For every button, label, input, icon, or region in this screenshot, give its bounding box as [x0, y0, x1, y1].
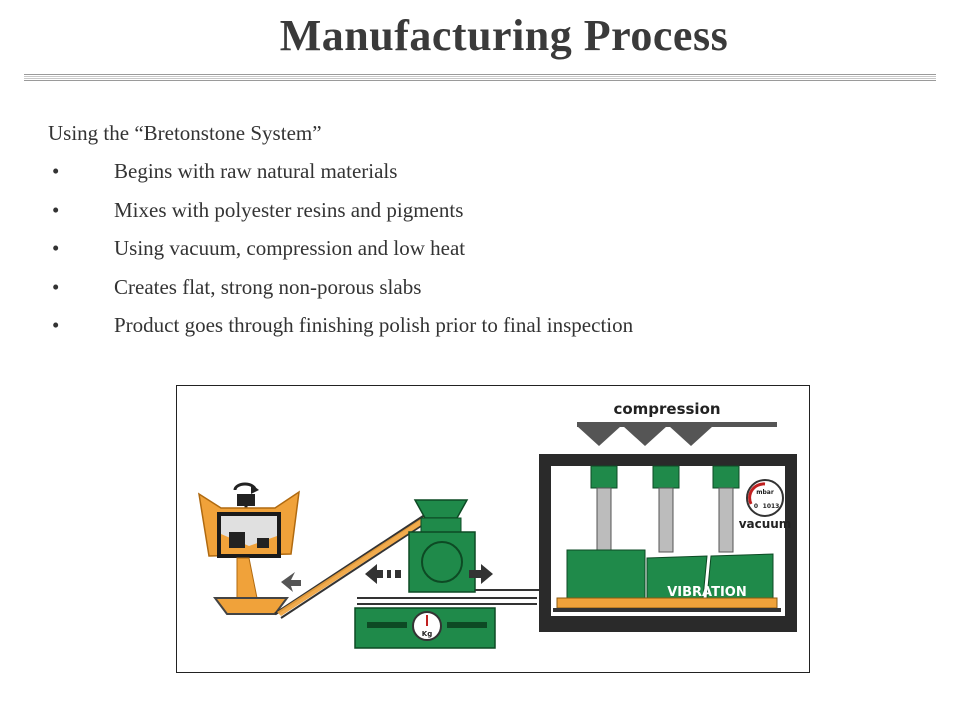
scale-unit-label: Kg: [422, 630, 432, 638]
bullet-list: • Begins with raw natural materials • Mixe…: [48, 156, 928, 349]
vacuum-gauge-max: 1013: [763, 503, 780, 510]
slide-content: Using the “Bretonstone System” • Begins w…: [48, 118, 928, 349]
slide-title: Manufacturing Process: [279, 11, 729, 60]
compression-indicator: compression: [577, 400, 777, 446]
bullet-item: • Using vacuum, compression and low heat: [48, 233, 928, 272]
vacuum-gauge: mbar 0 1013: [746, 479, 784, 517]
process-diagram-svg: Kg compression: [197, 400, 797, 649]
mixer-unit: [197, 482, 301, 615]
vacuum-label: vacuum: [739, 517, 792, 531]
arrow-up-right-icon: [281, 572, 301, 592]
arrow-right-icon: [469, 564, 493, 584]
bullet-dot: •: [52, 197, 60, 222]
process-diagram: Kg compression: [176, 385, 810, 673]
bullet-text: Creates flat, strong non-porous slabs: [114, 274, 422, 299]
arrow-left-icon: [365, 564, 401, 584]
bullet-text: Product goes through finishing polish pr…: [114, 313, 634, 337]
bullet-item: • Creates flat, strong non-porous slabs: [48, 272, 928, 311]
vacuum-gauge-unit: mbar: [756, 489, 774, 496]
scale-gauge: Kg: [412, 611, 442, 641]
distributor-station: Kg: [354, 499, 537, 649]
bullet-dot: •: [52, 159, 60, 183]
bullet-item: • Mixes with polyester resins and pigment…: [48, 195, 928, 234]
bullet-dot: •: [52, 313, 60, 337]
vibration-label: VIBRATION: [667, 585, 747, 600]
press-chamber: VIBRATION mbar 0 1013 vacuum: [539, 454, 797, 632]
bullet-dot: •: [52, 274, 60, 299]
title-divider: [24, 74, 936, 82]
compression-label: compression: [613, 400, 720, 418]
intro-text: Using the “Bretonstone System”: [48, 121, 322, 145]
bullet-text: Mixes with polyester resins and pigments: [114, 197, 464, 222]
bullet-item: • Product goes through finishing polish p…: [48, 310, 928, 349]
vacuum-gauge-zero: 0: [754, 503, 758, 510]
bullet-text: Using vacuum, compression and low heat: [114, 236, 466, 260]
bullet-item: • Begins with raw natural materials: [48, 156, 928, 195]
bullet-text: Begins with raw natural materials: [114, 159, 398, 183]
bullet-dot: •: [52, 236, 60, 260]
